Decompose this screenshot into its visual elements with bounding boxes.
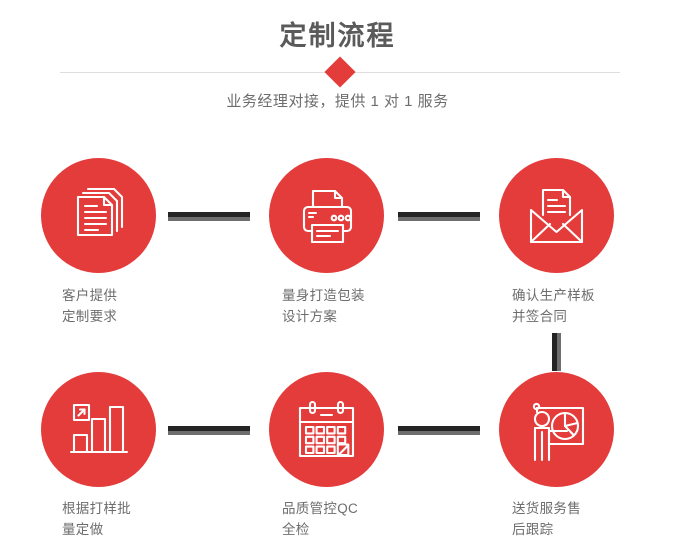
connector-bar-light	[557, 333, 561, 371]
connector-bar-dark	[552, 333, 557, 371]
presenter-pie-chart-icon	[525, 398, 589, 462]
page-title: 定制流程	[279, 21, 396, 51]
connector-bar-dark	[168, 426, 250, 431]
documents-stack-icon	[68, 185, 130, 247]
connector-bar-dark	[398, 212, 480, 217]
connector-step1-step2	[168, 212, 250, 221]
bar-chart-growth-icon	[68, 399, 130, 461]
page-subtitle: 业务经理对接，提供 1 对 1 服务	[226, 93, 449, 110]
step-3-circle[interactable]	[499, 158, 614, 273]
envelope-letter-icon	[525, 185, 589, 247]
step-5-circle[interactable]	[269, 372, 384, 487]
step-1-circle[interactable]	[41, 158, 156, 273]
step-4-label: 根据打样批 量定做	[62, 501, 131, 537]
step-6-label: 送货服务售 后跟踪	[512, 501, 581, 537]
connector-bar-dark	[168, 212, 250, 217]
step-1-label: 客户提供 定制要求	[62, 288, 118, 324]
step-5-label: 品质管控QC 全检	[282, 501, 359, 537]
step-4-circle[interactable]	[41, 372, 156, 487]
step-3-label: 确认生产样板 并签合同	[512, 288, 595, 324]
connector-bar-light	[168, 217, 250, 221]
step-6-circle[interactable]	[499, 372, 614, 487]
connector-bar-light	[398, 217, 480, 221]
connector-bar-light	[168, 431, 250, 435]
calendar-check-icon	[295, 399, 359, 461]
connector-step3-step6	[552, 333, 561, 371]
title-divider	[0, 56, 675, 88]
connector-bar-light	[398, 431, 480, 435]
diamond-bullet-icon	[324, 56, 356, 88]
connector-step5-step6	[398, 426, 480, 435]
connector-bar-dark	[398, 426, 480, 431]
printer-icon	[296, 185, 358, 247]
connector-step2-step3	[398, 212, 480, 221]
connector-step4-step5	[168, 426, 250, 435]
step-2-label: 量身打造包装 设计方案	[282, 288, 365, 324]
step-2-circle[interactable]	[269, 158, 384, 273]
